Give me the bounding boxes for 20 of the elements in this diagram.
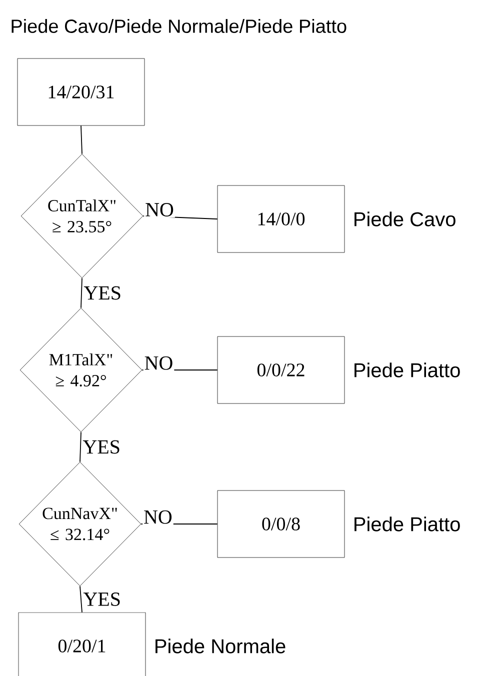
edge-label: NO <box>142 509 174 525</box>
title: Piede Cavo/Piede Normale/Piede Piatto <box>12 19 346 33</box>
result-box: 0/0/8 <box>217 490 345 558</box>
edge-label: YES <box>82 439 122 455</box>
connector-line <box>80 278 82 308</box>
connector-line <box>80 432 82 462</box>
result-box: 14/0/0 <box>217 185 345 253</box>
result-box: 0/20/1 <box>18 612 146 676</box>
class-label: Piede Piatto <box>354 516 460 532</box>
result-box: 0/0/22 <box>217 336 345 404</box>
edge-label: NO <box>144 202 175 218</box>
class-label: Piede Normale <box>156 638 286 654</box>
result-box: 14/20/31 <box>17 58 145 126</box>
connector-line <box>80 586 82 613</box>
connector-line <box>80 125 82 154</box>
edge-label: NO <box>143 355 174 371</box>
class-label: Piede Piatto <box>354 362 460 378</box>
edge-label: YES <box>82 285 122 301</box>
edge-label: YES <box>82 592 122 607</box>
class-label: Piede Cavo <box>354 212 456 226</box>
